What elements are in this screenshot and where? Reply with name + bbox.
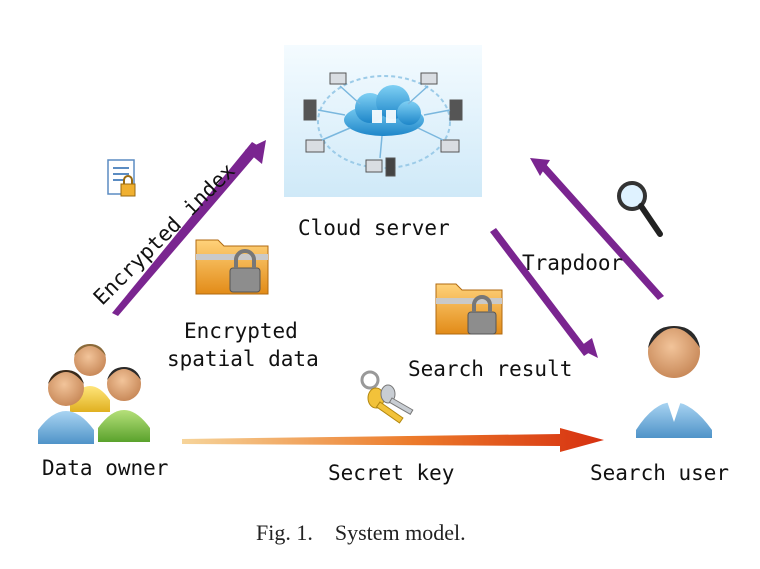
cloud-server-label: Cloud server: [298, 216, 450, 240]
locked-folder-icon: [435, 283, 503, 335]
secret-key-label: Secret key: [328, 461, 455, 485]
single-user-icon: [636, 326, 712, 438]
cloud-network-icon: [284, 45, 482, 197]
search-result-label: Search result: [408, 357, 573, 381]
data-owner-label: Data owner: [42, 456, 169, 480]
trapdoor-label: Trapdoor: [522, 251, 624, 275]
trapdoor-arrow: [530, 158, 664, 300]
user-group-icon: [38, 344, 150, 444]
figure-caption: Fig. 1. System model.: [256, 520, 466, 545]
search-result-arrow: [490, 228, 598, 358]
magnifier-icon: [617, 181, 663, 237]
search-user-label: Search user: [590, 461, 730, 485]
encrypted-spatial-data-label-line1: Encrypted: [184, 319, 298, 343]
encrypted-index-arrow: [112, 140, 266, 316]
secret-key-arrow: [182, 428, 604, 452]
locked-document-icon: [107, 159, 136, 197]
encrypted-spatial-data-label-line2: spatial data: [167, 347, 319, 371]
locked-folder-icon: [195, 239, 269, 295]
keys-icon: [360, 370, 414, 424]
